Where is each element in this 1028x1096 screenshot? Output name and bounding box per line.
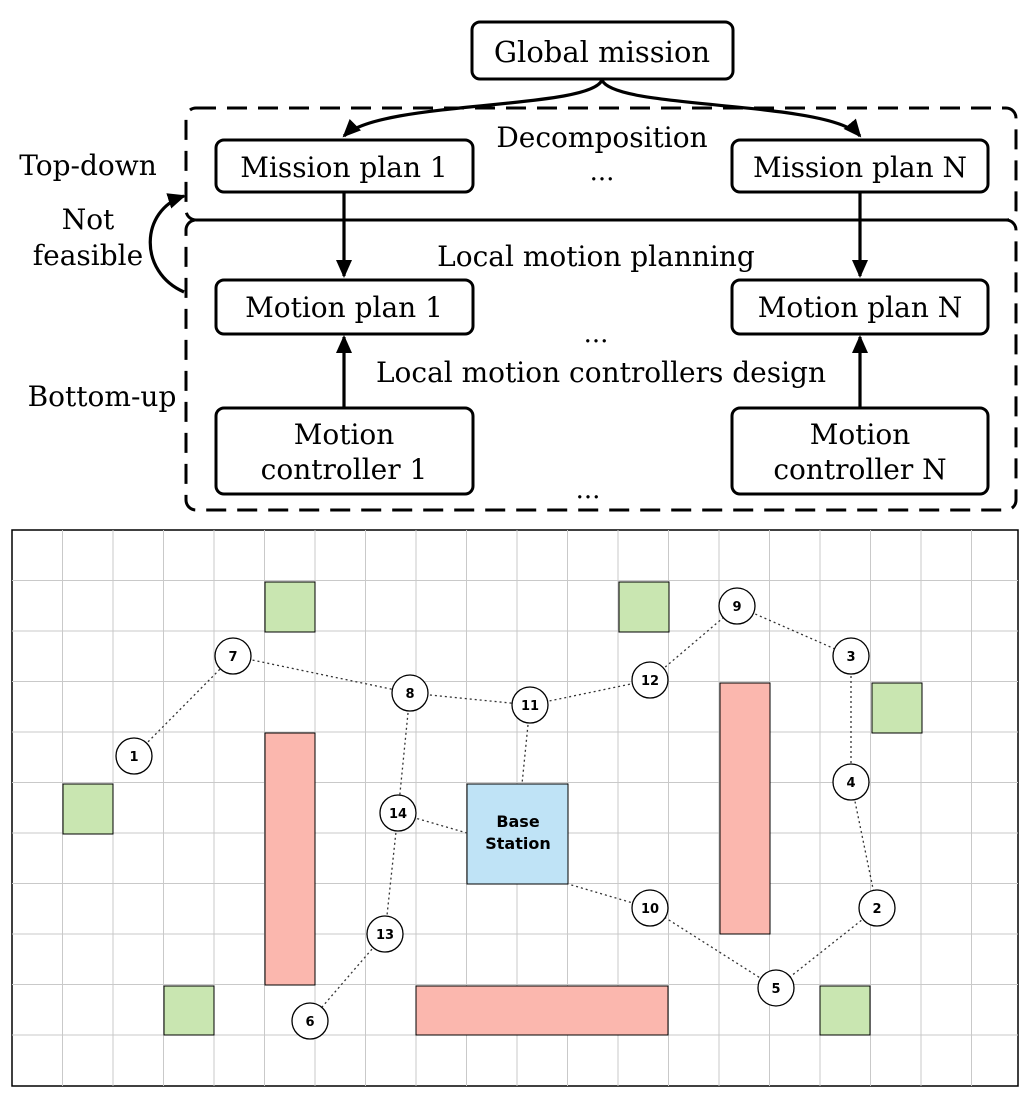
- node-10: [631, 889, 669, 927]
- network-nodes: 1 2 3 4 5 6 7 8 9 10 11 12 13: [115, 587, 896, 1040]
- goal-cell: [819, 985, 871, 1036]
- goal-cell: [871, 682, 923, 734]
- node-label: 13: [376, 928, 394, 943]
- node-2: [858, 889, 896, 927]
- base-station-line2: Station: [485, 834, 550, 853]
- link: [409, 692, 531, 706]
- node-1: [115, 737, 153, 775]
- node-9: [718, 587, 756, 625]
- node-label: 4: [846, 776, 855, 791]
- node-5: [757, 969, 795, 1007]
- not-feasible-line1: Not: [62, 203, 115, 236]
- goal-cell: [163, 985, 215, 1036]
- goal-cell: [618, 581, 670, 633]
- node-label: 8: [405, 687, 414, 702]
- mission-plan-n-box: [730, 138, 990, 194]
- bottom-up-label: Bottom-up: [28, 380, 177, 413]
- link: [850, 781, 878, 909]
- node-6: [291, 1002, 329, 1040]
- link: [529, 679, 651, 706]
- motion-controller-n-box: [730, 406, 990, 496]
- goal-cell: [62, 783, 114, 835]
- local-motion-planning-label: Local motion planning: [437, 240, 755, 273]
- not-feasible-line2: feasible: [33, 239, 143, 272]
- goal-cell: [264, 581, 316, 633]
- motion-controller-1-line1: Motion: [294, 418, 395, 451]
- motion-planning-frame: [184, 218, 1018, 512]
- node-label: 9: [732, 600, 741, 615]
- node-11: [511, 686, 549, 724]
- node-label: 6: [305, 1015, 314, 1030]
- link: [567, 883, 651, 909]
- motion-plans-ellipsis: ...: [584, 319, 609, 349]
- motion-plan-n-box: [730, 278, 990, 336]
- obstacle: [415, 985, 669, 1036]
- node-label: 7: [228, 650, 237, 665]
- global-mission-box: [470, 20, 735, 81]
- link: [736, 605, 852, 657]
- obstacle: [719, 682, 771, 935]
- motion-controller-1-line2: controller 1: [261, 453, 428, 486]
- top-down-label: Top-down: [19, 149, 157, 182]
- arrow-global-to-plan1: [342, 79, 604, 138]
- node-label: 5: [771, 982, 780, 997]
- hierarchy-diagram: Global mission Mission plan 1 Mission pl…: [19, 20, 1018, 512]
- node-13: [366, 915, 404, 953]
- link: [397, 692, 411, 814]
- node-8: [391, 674, 429, 712]
- decomposition-label: Decomposition: [496, 121, 707, 154]
- obstacle: [264, 732, 316, 986]
- mission-map: Base Station 1 2: [11, 529, 1019, 1087]
- not-feasible-feedback-arrow: [148, 193, 186, 294]
- link: [232, 655, 411, 694]
- local-controllers-design-label: Local motion controllers design: [376, 356, 826, 389]
- motion-controller-1-box: [214, 406, 475, 496]
- node-label: 3: [846, 650, 855, 665]
- node-label: 14: [389, 807, 407, 822]
- mission-plan-n-label: Mission plan N: [753, 151, 967, 184]
- node-label: 2: [872, 902, 881, 917]
- base-station: [466, 783, 569, 885]
- network-links: [133, 605, 878, 1022]
- link: [649, 605, 738, 681]
- node-3: [832, 637, 870, 675]
- global-mission-label: Global mission: [494, 35, 710, 69]
- node-label: 1: [129, 750, 138, 765]
- controllers-ellipsis: ...: [576, 475, 601, 505]
- link: [309, 933, 386, 1022]
- node-12: [631, 661, 669, 699]
- arrow-global-to-planN: [600, 79, 862, 138]
- mission-plans-ellipsis: ...: [590, 157, 615, 187]
- link: [521, 704, 531, 785]
- node-label: 11: [521, 699, 539, 714]
- motion-plan-1-box: [214, 278, 475, 336]
- motion-controller-n-line2: controller N: [773, 453, 946, 486]
- node-14: [379, 794, 417, 832]
- node-4: [832, 763, 870, 801]
- motion-controller-n-line1: Motion: [810, 418, 911, 451]
- node-label: 12: [641, 674, 659, 689]
- node-7: [214, 637, 252, 675]
- node-label: 10: [641, 902, 659, 917]
- mission-plan-1-box: [214, 138, 475, 194]
- mission-plan-1-label: Mission plan 1: [240, 151, 447, 184]
- motion-plan-1-label: Motion plan 1: [245, 291, 443, 324]
- motion-plan-n-label: Motion plan N: [758, 291, 963, 324]
- base-station-line1: Base: [496, 812, 540, 831]
- link: [384, 812, 399, 935]
- link: [775, 907, 878, 989]
- link: [133, 655, 234, 757]
